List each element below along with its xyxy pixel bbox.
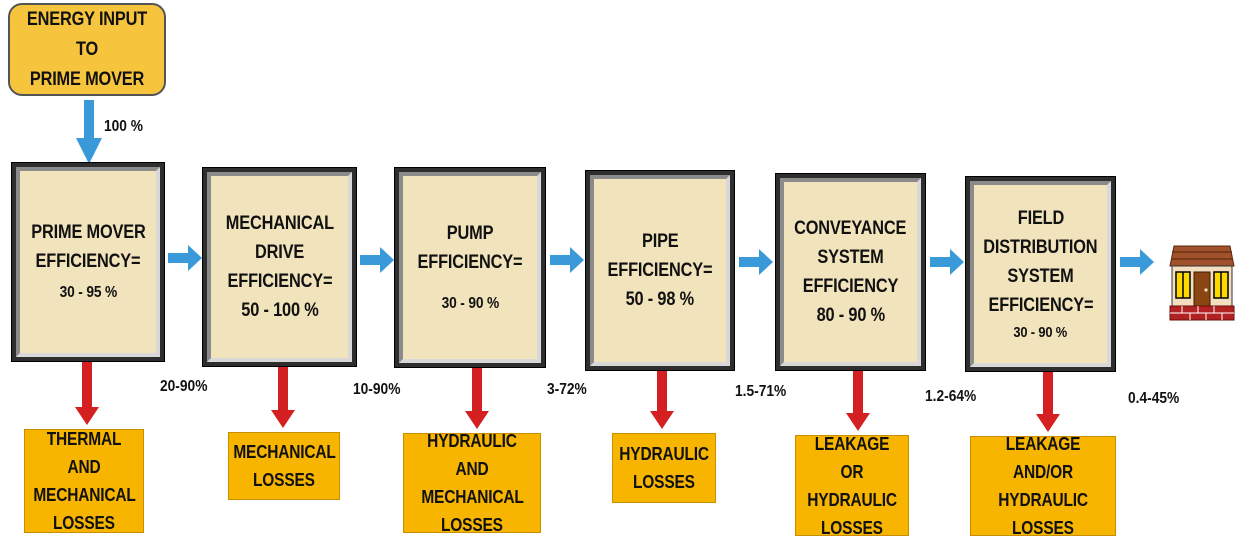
energy-input-box: ENERGY INPUT TO PRIME MOVER bbox=[8, 3, 166, 96]
stage-label-line: EFFICIENCY= bbox=[988, 295, 1093, 316]
stage-efficiency-value: 50 - 100 % bbox=[240, 300, 319, 321]
loss-label-line: MECHANICAL bbox=[232, 442, 336, 462]
stage-label-line: SYSTEM bbox=[817, 247, 884, 268]
loss-box-thermal-mechanical: THERMAL AND MECHANICAL LOSSES bbox=[24, 429, 144, 533]
loss-box-leakage-and-or-hydraulic: LEAKAGE AND/OR HYDRAULIC LOSSES bbox=[970, 434, 1116, 538]
loss-label-line: MECHANICAL bbox=[32, 485, 136, 505]
stage-box-pipe: PIPE EFFICIENCY= 50 - 98 % bbox=[585, 170, 735, 371]
stage-label-line: PUMP bbox=[446, 222, 494, 244]
loss-arrow bbox=[465, 368, 489, 429]
loss-box-mechanical: MECHANICAL LOSSES bbox=[228, 432, 340, 500]
stage-label-line: MECHANICAL bbox=[225, 213, 334, 234]
stage-label-line: FIELD bbox=[1017, 208, 1064, 229]
stage-box-prime-mover: PRIME MOVER EFFICIENCY= 30 - 95 % bbox=[11, 162, 165, 362]
energy-input-line-2: PRIME MOVER bbox=[29, 68, 145, 90]
output-percent: 3-72% bbox=[547, 381, 587, 398]
flow-arrow bbox=[930, 249, 964, 275]
stage-efficiency-value: 30 - 95 % bbox=[59, 284, 117, 301]
stage-label-line: CONVEYANCE bbox=[794, 218, 907, 239]
flow-arrow bbox=[550, 247, 584, 273]
loss-box-leakage-hydraulic: LEAKAGE OR HYDRAULIC LOSSES bbox=[795, 434, 909, 538]
flow-arrow bbox=[739, 249, 773, 275]
input-percent: 100 % bbox=[104, 118, 144, 135]
stage-efficiency-value: 30 - 90 % bbox=[441, 294, 499, 312]
stage-efficiency-value: 30 - 90 % bbox=[1013, 324, 1068, 341]
loss-box-hydraulic: HYDRAULIC LOSSES bbox=[612, 433, 716, 503]
loss-label-line: LOSSES bbox=[53, 513, 115, 533]
loss-label-line: LOSSES bbox=[633, 472, 695, 492]
energy-input-line-1: ENERGY INPUT TO bbox=[26, 8, 148, 60]
loss-arrow bbox=[1036, 372, 1060, 432]
loss-label-line: LOSSES bbox=[253, 470, 315, 490]
loss-label-line: LOSSES bbox=[821, 517, 883, 538]
loss-label-line: HYDRAULIC bbox=[807, 489, 897, 510]
loss-label-line: LEAKAGE AND/OR bbox=[1005, 434, 1081, 482]
output-percent: 1.5-71% bbox=[735, 383, 787, 400]
output-percent: 0.4-45% bbox=[1128, 390, 1180, 407]
loss-label-line: THERMAL AND bbox=[46, 429, 122, 477]
output-percent: 1.2-64% bbox=[925, 388, 977, 405]
stage-efficiency-value: 50 - 98 % bbox=[625, 289, 695, 310]
loss-label-line: LOSSES bbox=[1012, 518, 1074, 538]
stage-label-line: DISTRIBUTION bbox=[983, 237, 1098, 258]
flow-arrow bbox=[168, 245, 202, 271]
stage-efficiency-value: 80 - 90 % bbox=[816, 305, 885, 326]
loss-label-line: HYDRAULIC AND bbox=[427, 431, 517, 479]
stage-box-conveyance: CONVEYANCE SYSTEM EFFICIENCY 80 - 90 % bbox=[775, 173, 926, 371]
stage-label-line: PRIME MOVER bbox=[30, 222, 146, 243]
stage-label-line: SYSTEM bbox=[1007, 266, 1074, 287]
loss-arrow bbox=[271, 367, 295, 428]
stage-label-line: EFFICIENCY= bbox=[417, 251, 523, 273]
stage-label-line: EFFICIENCY= bbox=[607, 260, 713, 281]
loss-label-line: MECHANICAL bbox=[420, 487, 524, 507]
stage-box-mechanical-drive: MECHANICAL DRIVE EFFICIENCY= 50 - 100 % bbox=[202, 167, 357, 367]
house-icon bbox=[1169, 245, 1235, 321]
flow-arrow bbox=[360, 247, 394, 273]
loss-label-line: HYDRAULIC bbox=[998, 490, 1088, 510]
stage-label-line: PIPE bbox=[641, 231, 679, 252]
stage-box-field-distribution: FIELD DISTRIBUTION SYSTEM EFFICIENCY= 30… bbox=[965, 176, 1116, 372]
stage-label-line: DRIVE bbox=[254, 242, 305, 263]
flow-arrow bbox=[1120, 249, 1154, 275]
output-percent: 20-90% bbox=[160, 378, 208, 395]
stage-label-line: EFFICIENCY bbox=[802, 276, 899, 297]
loss-arrow bbox=[75, 362, 99, 425]
output-percent: 10-90% bbox=[353, 381, 401, 398]
loss-label-line: LEAKAGE OR bbox=[814, 433, 890, 482]
stage-label-line: EFFICIENCY= bbox=[35, 251, 141, 272]
loss-box-hydraulic-mechanical: HYDRAULIC AND MECHANICAL LOSSES bbox=[403, 431, 541, 535]
input-arrow bbox=[76, 100, 102, 164]
stage-box-pump: PUMP EFFICIENCY= 30 - 90 % bbox=[394, 167, 546, 368]
loss-label-line: LOSSES bbox=[441, 515, 503, 535]
loss-arrow bbox=[650, 371, 674, 429]
loss-arrow bbox=[846, 371, 870, 431]
loss-label-line: HYDRAULIC bbox=[619, 444, 709, 464]
stage-label-line: EFFICIENCY= bbox=[227, 271, 332, 292]
